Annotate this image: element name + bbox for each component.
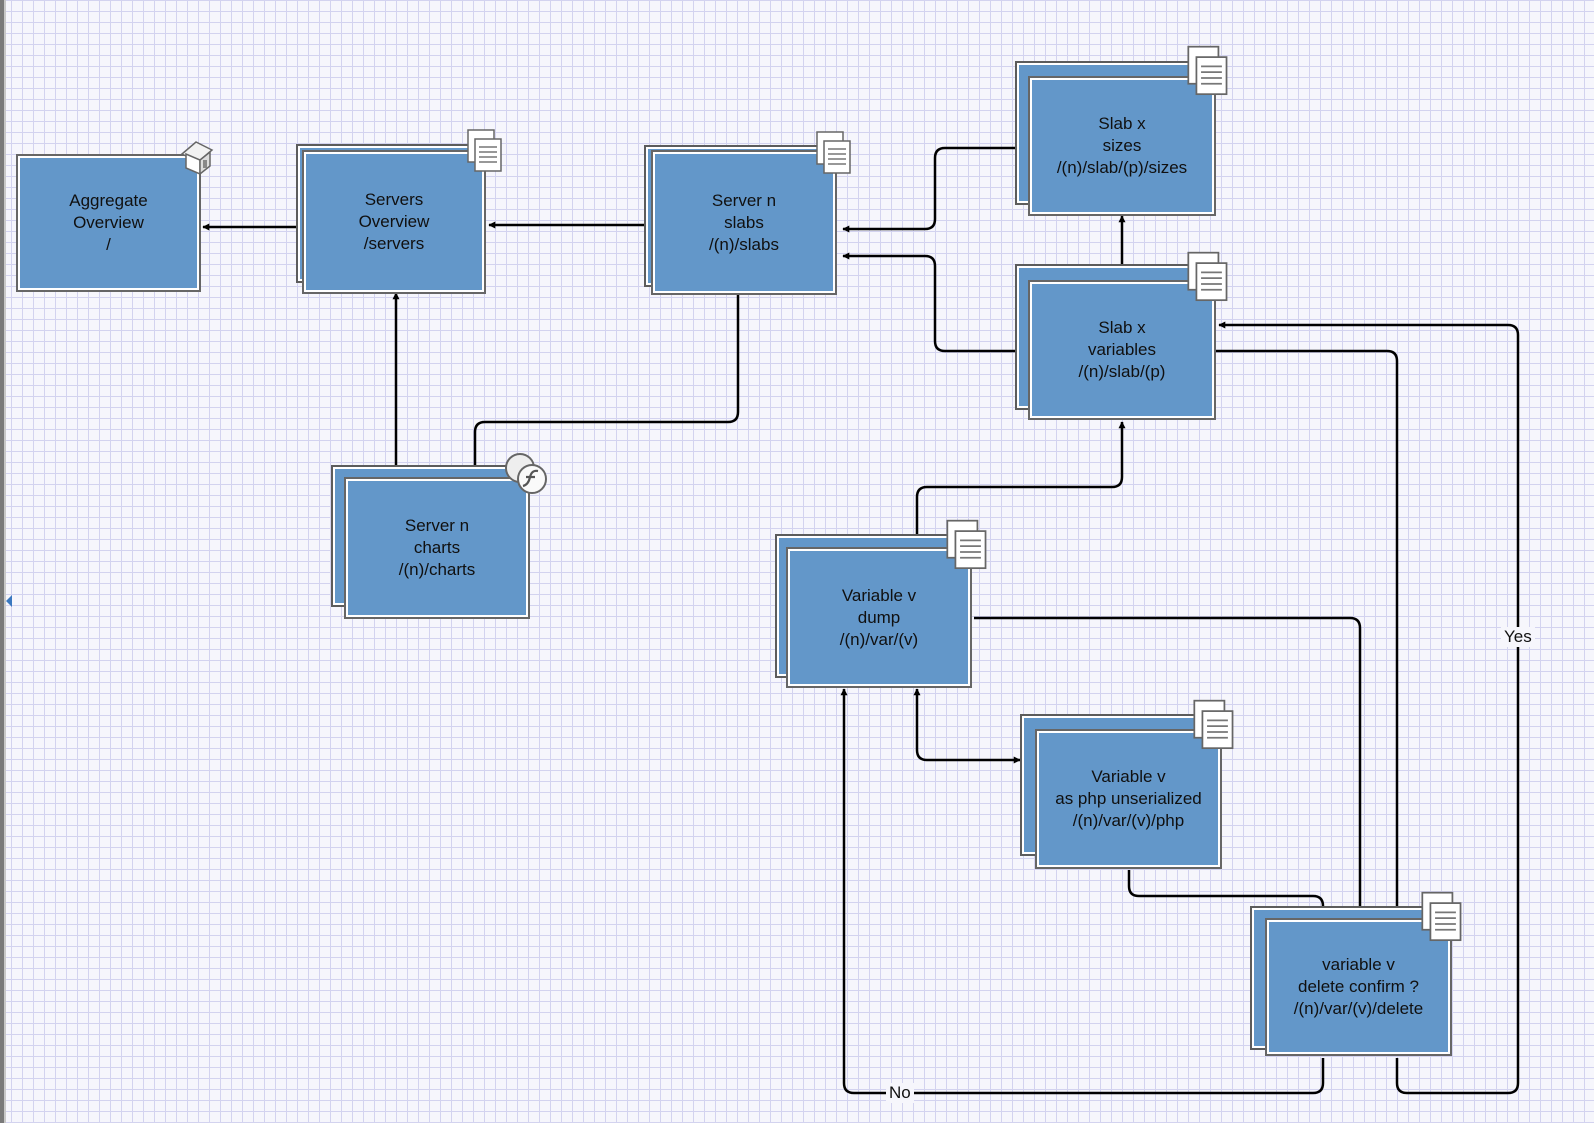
node-line: Servers: [364, 190, 424, 209]
edge-variables-delete: [1216, 349, 1401, 919]
node-line: /: [106, 235, 111, 254]
node-variable-php[interactable]: Variable v as php unserialized /(n)/var/…: [1020, 698, 1242, 870]
edge-dump-delete: [974, 616, 1364, 919]
window-left-edge: [0, 0, 6, 1123]
node-line: /(n)/charts: [398, 560, 476, 579]
document-stack-icon: [467, 129, 502, 172]
node-servers-overview[interactable]: Servers Overview /servers: [296, 128, 506, 294]
edge-slabs-variables: [842, 252, 1030, 355]
node-line: dump: [857, 607, 901, 627]
node-line: Server n: [404, 516, 470, 535]
node-slab-variables[interactable]: Slab x variables /(n)/slab/(p): [1015, 250, 1235, 422]
edge-delete-variables-yes: [1218, 321, 1520, 1095]
edge-variables-dump: [913, 421, 1126, 550]
document-stack-icon: [1187, 45, 1228, 96]
document-stack-icon: [816, 131, 851, 174]
node-slab-sizes[interactable]: Slab x sizes /(n)/slab/(p)/sizes: [1015, 44, 1235, 216]
node-line: Aggregate: [69, 191, 148, 210]
node-line: /(n)/slab/(p)/sizes: [1056, 158, 1188, 177]
node-line: Variable v: [841, 585, 917, 605]
flash-icon: [505, 453, 547, 494]
collapse-arrow-icon[interactable]: [6, 595, 12, 607]
node-line: Slab x: [1098, 318, 1146, 337]
document-stack-icon: [946, 519, 987, 570]
node-line: variables: [1087, 340, 1157, 359]
node-line: /(n)/slabs: [709, 234, 779, 254]
node-line: Variable v: [1091, 767, 1166, 786]
document-stack-icon: [1421, 891, 1462, 942]
node-line: Overview: [73, 213, 144, 232]
node-line: /servers: [363, 234, 425, 253]
node-server-slabs[interactable]: Server n slabs /(n)/slabs: [644, 130, 859, 295]
edge-label-yes: Yes: [1501, 627, 1535, 647]
node-line: slabs: [724, 212, 764, 232]
node-aggregate-overview[interactable]: Aggregate Overview /: [16, 141, 226, 299]
edge-label-no: No: [886, 1083, 914, 1103]
node-server-charts[interactable]: Server n charts /(n)/charts: [331, 451, 553, 621]
node-line: /(n)/var/(v)/php: [1072, 811, 1185, 830]
node-line: Server n: [711, 190, 777, 210]
document-stack-icon: [1193, 699, 1234, 750]
document-stack-icon: [1187, 251, 1228, 302]
node-line: charts: [413, 538, 461, 557]
node-line: as php unserialized: [1055, 789, 1202, 808]
node-line: Overview: [358, 212, 430, 231]
node-line: /(n)/var/(v): [839, 629, 919, 649]
edge-slabs-sizes: [842, 144, 1030, 233]
node-line: /(n)/slab/(p): [1078, 362, 1166, 381]
node-line: variable v: [1322, 955, 1395, 974]
node-variable-delete[interactable]: variable v delete confirm ? /(n)/var/(v)…: [1250, 890, 1472, 1060]
edge-php-delete: [1127, 870, 1327, 919]
node-line: delete confirm ?: [1298, 977, 1419, 996]
home-icon: [180, 141, 214, 176]
node-line: Slab x: [1098, 114, 1146, 133]
edge-dump-php: [913, 688, 1021, 764]
edge-slabs-charts: [471, 286, 742, 484]
node-line: sizes: [1102, 136, 1142, 155]
node-variable-dump[interactable]: Variable v dump /(n)/var/(v): [775, 518, 993, 690]
node-line: /(n)/var/(v)/delete: [1293, 999, 1424, 1018]
edge-delete-dump-no: [840, 688, 1325, 1095]
